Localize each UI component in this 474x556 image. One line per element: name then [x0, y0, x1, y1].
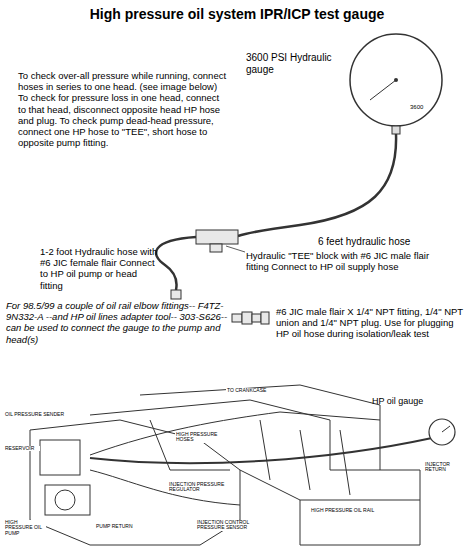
part-label: HIGH PRESSURE OIL PUMP — [4, 520, 46, 536]
plug-fitting — [232, 312, 269, 324]
note: For 98.5/99 a couple of oil rail elbow f… — [6, 300, 228, 345]
gauge-stem — [392, 126, 400, 134]
part-label: PUMP RETURN — [95, 524, 141, 529]
fitting-label: #6 JIC male flair X 1/4" NPT fitting, 1/… — [276, 306, 468, 340]
leader-line — [226, 246, 245, 252]
engine-sketch — [30, 385, 420, 545]
part-label: HIGH PRESSURE OIL RAIL — [310, 508, 382, 513]
gauge-dial — [350, 34, 442, 126]
part-label: TO CRANKCASE — [226, 388, 278, 393]
part-label: INJECTOR RETURN — [424, 462, 472, 473]
tee-fitting — [210, 244, 222, 252]
part-label: INJECTION PRESSURE REGULATOR — [168, 482, 232, 493]
long-hose — [238, 134, 396, 236]
hose-label: 6 feet hydraulic hose — [318, 236, 468, 248]
small-gauge-needle — [442, 426, 450, 432]
part-label: HIGH PRESSURE HOSES — [175, 432, 237, 443]
gauge-hose-sketch — [90, 438, 432, 463]
short-hose — [156, 237, 196, 290]
small-gauge — [429, 419, 455, 445]
instruction-note: To check over-all pressure while running… — [18, 70, 228, 148]
hose-label: 1-2 foot Hydraulic hose with #6 JIC fema… — [40, 246, 158, 291]
hose-fitting — [171, 290, 181, 299]
dial-number: 3600 — [410, 104, 436, 111]
gauge-needle — [370, 80, 396, 100]
part-label: RESERVOIR — [4, 446, 40, 451]
part-label: INJECTION CONTROL PRESSURE SENSOR — [196, 520, 268, 531]
tee-label: Hydraulic "TEE" block with #6 JIC male f… — [246, 250, 446, 272]
title: High pressure oil system IPR/ICP test ga… — [0, 6, 474, 23]
part-label: OIL PRESSURE SENDER — [4, 412, 76, 417]
gauge-label: 3600 PSI Hydraulic gauge — [246, 52, 356, 76]
gauge-label: HP oil gauge — [372, 396, 434, 407]
tee-block — [196, 230, 238, 244]
